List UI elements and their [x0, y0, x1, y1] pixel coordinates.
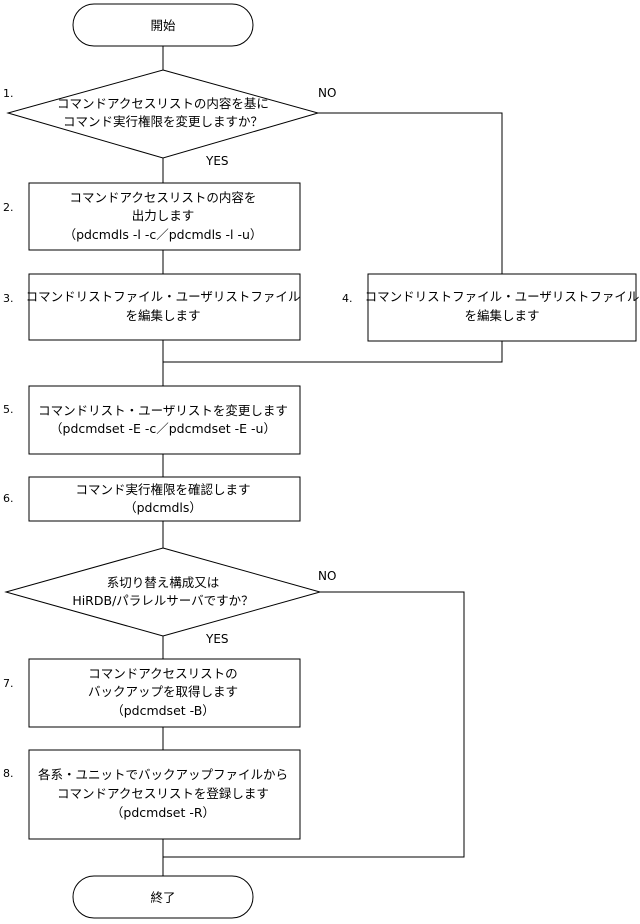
step7-number: 7.: [3, 677, 14, 690]
step6-line-1: コマンド実行権限を確認します: [75, 482, 250, 497]
connector-decision2-no-merge: [163, 591, 465, 858]
step6: 6. コマンド実行権限を確認します （pdcmdls）: [3, 476, 301, 522]
start-shape: [72, 3, 254, 47]
step2: 2. コマンドアクセスリストの内容を 出力します （pdcmdls -l -c／…: [3, 182, 301, 251]
step2-line-2: 出力します: [132, 208, 195, 223]
end-label: 終了: [150, 890, 175, 905]
step6-number: 6.: [3, 492, 14, 505]
step7: 7. コマンドアクセスリストの バックアップを取得します （pdcmdset -…: [3, 658, 301, 728]
step5-box: [28, 385, 301, 455]
decision2-line-1: 系切り替え構成又は: [107, 575, 220, 590]
decision1-no-label: NO: [318, 86, 336, 100]
step3-line-1: コマンドリストファイル・ユーザリストファイル: [26, 289, 301, 304]
decision2-no-label: NO: [318, 569, 336, 583]
start-terminator: 開始: [72, 3, 254, 47]
decision2-yes-label: YES: [205, 632, 229, 646]
connectors: [162, 46, 503, 876]
step4-line-2: を編集します: [464, 308, 539, 323]
decision1-number: 1.: [3, 87, 14, 100]
end-shape: [72, 875, 254, 919]
step3-box: [28, 273, 301, 341]
step5-line-1: コマンドリスト・ユーザリストを変更します: [38, 403, 288, 418]
step4: 4. コマンドリストファイル・ユーザリストファイル を編集します: [342, 273, 640, 342]
decision1-line-2: コマンド実行権限を変更しますか？: [63, 114, 263, 129]
decision2: 系切り替え構成又は HiRDB/パラレルサーバですか？ YES NO: [4, 547, 336, 646]
step3-line-2: を編集します: [125, 308, 200, 323]
connector-step4-merge: [163, 341, 503, 363]
step8-box: [28, 749, 301, 840]
connector-decision1-no-to-step4: [318, 112, 503, 274]
step4-line-1: コマンドリストファイル・ユーザリストファイル: [365, 289, 640, 304]
step7-line-2: バックアップを取得します: [88, 684, 238, 699]
step3-number: 3.: [3, 292, 14, 305]
step2-number: 2.: [3, 201, 14, 214]
decision1-line-1: コマンドアクセスリストの内容を基に: [57, 96, 269, 111]
step8-line-2: コマンドアクセスリストを登録します: [57, 786, 269, 801]
decision2-line-2: HiRDB/パラレルサーバですか？: [72, 593, 253, 608]
step2-line-1: コマンドアクセスリストの内容を: [70, 190, 257, 205]
step2-line-3: （pdcmdls -l -c／pdcmdls -l -u）: [64, 227, 263, 242]
decision2-diamond: [4, 547, 322, 637]
step5: 5. コマンドリスト・ユーザリストを変更します （pdcmdset -E -c／…: [3, 385, 301, 455]
decision1: 1. コマンドアクセスリストの内容を基に コマンド実行権限を変更しますか？ YE…: [3, 69, 336, 168]
step5-line-2: （pdcmdset -E -c／pdcmdset -E -u）: [50, 421, 276, 436]
step8-line-1: 各系・ユニットでバックアップファイルから: [38, 767, 288, 782]
step7-line-3: （pdcmdset -B）: [111, 703, 215, 718]
step2-box: [28, 182, 301, 251]
end-terminator: 終了: [72, 875, 254, 919]
start-label: 開始: [150, 18, 176, 33]
step3: 3. コマンドリストファイル・ユーザリストファイル を編集します: [3, 273, 301, 341]
step4-number: 4.: [342, 292, 353, 305]
step7-line-1: コマンドアクセスリストの: [88, 666, 237, 681]
step7-box: [28, 658, 301, 728]
step8-line-3: （pdcmdset -R）: [111, 805, 215, 820]
step8-number: 8.: [3, 767, 14, 780]
step8: 8. 各系・ユニットでバックアップファイルから コマンドアクセスリストを登録しま…: [3, 749, 301, 840]
decision1-yes-label: YES: [205, 154, 229, 168]
decision1-diamond: [6, 69, 320, 159]
step6-box: [28, 476, 301, 522]
step4-box: [367, 273, 637, 342]
step6-line-2: （pdcmdls）: [124, 500, 202, 515]
step5-number: 5.: [3, 403, 14, 416]
